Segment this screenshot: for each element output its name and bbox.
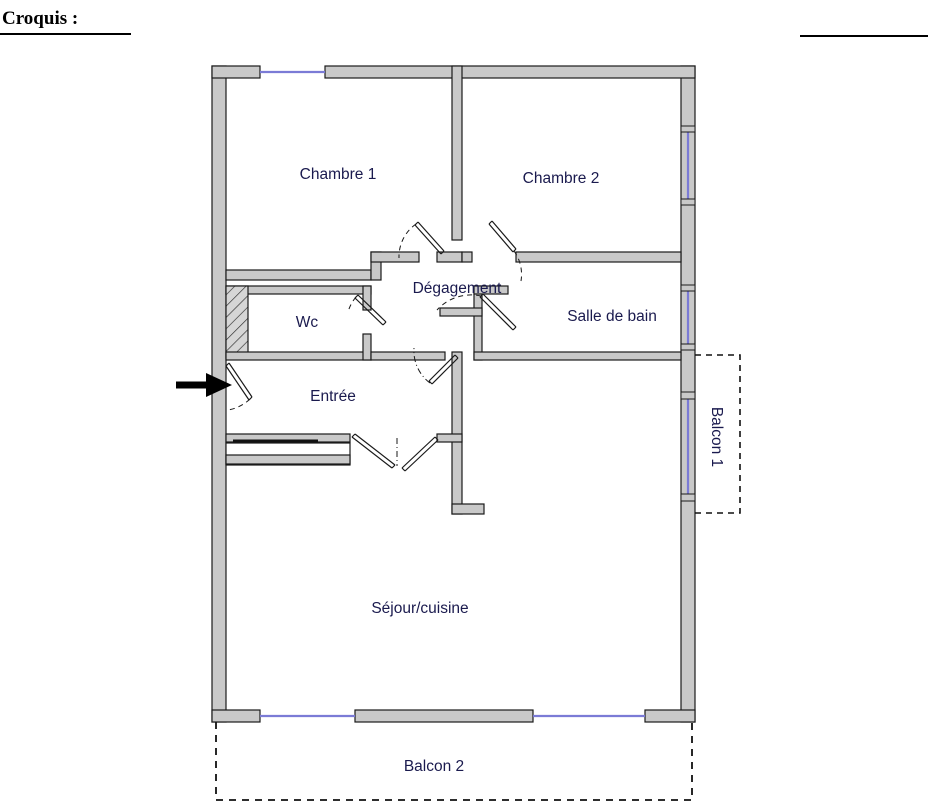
room-label-chambre-1: Chambre 1 [300, 166, 377, 183]
room-label-sejour-cuisine: Séjour/cuisine [371, 600, 468, 617]
door-entree [225, 362, 253, 411]
door-sejour-right [396, 436, 439, 472]
room-label-balcon-2: Balcon 2 [404, 758, 464, 775]
balcon-1-outline [695, 354, 741, 514]
door-wc [347, 294, 387, 326]
door-salle-de-bain [436, 293, 517, 331]
room-label-balcon-1: Balcon 1 [708, 407, 725, 467]
door-chambre-1 [398, 221, 445, 259]
page-title: Croquis : [2, 8, 79, 29]
room-label-wc: Wc [296, 314, 319, 331]
balconies [215, 354, 741, 801]
header-rule-left [0, 33, 131, 35]
room-label-chambre-2: Chambre 2 [523, 170, 600, 187]
room-label-degagement: Dégagement [413, 280, 502, 297]
interior-walls [225, 65, 682, 515]
door-chambre-2 [488, 220, 522, 282]
balcon-2-outline [215, 722, 693, 801]
entrance-arrow [176, 373, 232, 397]
doors [225, 220, 522, 472]
header-rule-right [800, 35, 928, 37]
windows [260, 70, 696, 718]
room-labels: Chambre 1 Chambre 2 Dégagement Wc Salle … [296, 166, 725, 775]
door-sejour-left [351, 433, 396, 469]
room-label-salle-de-bain: Salle de bain [567, 308, 657, 325]
door-degagement-entree [413, 347, 459, 385]
room-label-entree: Entrée [310, 388, 356, 405]
